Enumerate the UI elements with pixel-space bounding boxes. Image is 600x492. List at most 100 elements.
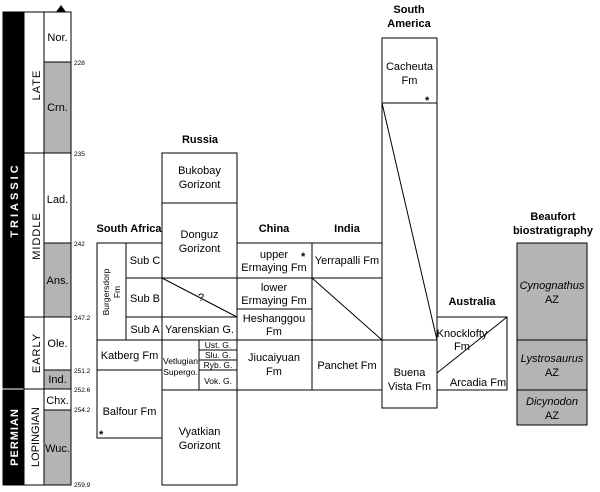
dicynodon-label-line1: Dicynodon — [526, 396, 578, 408]
zone-lystrosaurus-az — [516, 339, 588, 391]
period-label-triassic: TRIASSIC — [9, 162, 21, 237]
epoch-label-late: LATE — [31, 70, 43, 101]
unit-lower-ermaying-fm — [236, 277, 313, 310]
age-label: 235 — [74, 151, 85, 158]
heading-beaufort-line1: Beaufort — [530, 211, 576, 223]
heading-russia: Russia — [182, 134, 219, 146]
vyatkian-label-line2: Gorizont — [179, 440, 221, 452]
cynognathus-label-line2: AZ — [545, 294, 559, 306]
zone-dicynodon-az — [516, 389, 588, 426]
south-africa-column: South Africa Burgersdorp Fm Sub C Sub B … — [96, 223, 163, 441]
heading-india: India — [334, 223, 361, 235]
stage-wuchiapingian — [43, 409, 72, 486]
age-label: 247.2 — [74, 315, 91, 322]
epoch-label-early: EARLY — [31, 333, 43, 373]
label-katberg-fm: Katberg Fm — [101, 350, 158, 362]
label-balfour-fm: Balfour Fm — [103, 406, 157, 418]
dicynodon-label-line2: AZ — [545, 410, 559, 422]
lystrosaurus-label-line2: AZ — [545, 367, 559, 379]
age-label: 252.6 — [74, 387, 91, 394]
unit-bukobay-gorizont — [161, 152, 238, 204]
bukobay-label-line2: Gorizont — [179, 179, 221, 191]
australia-column: Australia Knocklofty Fm Arcadia Fm — [436, 296, 508, 391]
stage-label-anisian: Ans. — [46, 275, 68, 287]
age-label: 228 — [74, 60, 85, 67]
label-yarenskian-g: Yarenskian G. — [165, 324, 234, 336]
vetlugian-label-line2: Supergo. — [163, 367, 198, 377]
stage-label-olenekian: Ole. — [47, 338, 67, 350]
burgersdorp-label-line1: Burgersdorp — [101, 268, 111, 315]
unit-ust-g: Ust. G. — [205, 340, 231, 350]
cacheuta-label-line1: Cacheuta — [386, 61, 434, 73]
stage-label-induan: Ind. — [48, 374, 66, 386]
donguz-label-line1: Donguz — [181, 229, 219, 241]
stage-label-ladinian: Lad. — [47, 194, 68, 206]
age-label: 242 — [74, 241, 85, 248]
unit-jiucaiyuan-fm — [236, 339, 313, 391]
stage-norian — [43, 11, 72, 63]
unit-sub-c: Sub C — [130, 255, 161, 267]
unit-sub-a: Sub A — [130, 324, 160, 336]
china-column: China upper Ermaying Fm * lower Ermaying… — [236, 223, 313, 391]
stage-label-changhsingian: Chx. — [46, 395, 69, 407]
epoch-label-lopingian: LOPINGIAN — [30, 407, 42, 467]
unit-katberg-fm — [96, 339, 163, 371]
stage-label-carnian: Crn. — [47, 102, 68, 114]
vyatkian-label-line1: Vyatkian — [179, 426, 221, 438]
fossil-site-asterisk: * — [301, 251, 306, 263]
period-label-permian: PERMIAN — [9, 408, 21, 466]
cynognathus-label-line1: Cynognathus — [520, 280, 585, 292]
unit-buena-vista-fm — [381, 102, 438, 409]
fossil-site-asterisk: * — [99, 429, 104, 441]
unit-balfour-fm — [96, 369, 163, 439]
heshanggou-label-line1: Heshanggou — [243, 313, 305, 325]
age-label: 254.2 — [74, 407, 91, 414]
boundary-question-mark: ? — [198, 292, 204, 304]
age-label: 251.2 — [74, 368, 91, 375]
upper-ermaying-label-line2: Ermaying Fm — [241, 262, 306, 274]
unit-vyatkian-gorizont — [161, 389, 238, 486]
fossil-site-asterisk: * — [425, 95, 430, 107]
buena-vista-label-line2: Vista Fm — [388, 381, 431, 393]
heading-australia: Australia — [448, 296, 496, 308]
unit-cacheuta-fm — [381, 37, 438, 104]
bukobay-label-line1: Bukobay — [178, 165, 221, 177]
jiucaiyuan-label-line2: Fm — [266, 366, 282, 378]
heading-beaufort-line2: biostratigraphy — [513, 225, 594, 237]
unit-panchet-fm — [311, 277, 383, 391]
epoch-label-middle: MIDDLE — [31, 212, 43, 260]
stage-anisian — [43, 242, 72, 318]
india-column: India Yerrapalli Fm Panchet Fm — [311, 223, 383, 391]
knocklofty-label-line1: Knocklofty — [437, 328, 488, 340]
cacheuta-label-line2: Fm — [402, 75, 418, 87]
lower-ermaying-label-line1: lower — [261, 282, 288, 294]
label-yerrapalli-fm: Yerrapalli Fm — [315, 255, 379, 267]
jiucaiyuan-label-line1: Jiucaiyuan — [248, 352, 300, 364]
unit-knocklofty-arcadia — [436, 316, 508, 391]
south-america-column: South America Cacheuta Fm * Buena Vista … — [381, 4, 438, 409]
age-label: 259.9 — [74, 482, 91, 489]
stage-carnian — [43, 61, 72, 154]
unit-vok-g: Vok. G. — [204, 376, 232, 386]
vetlugian-label-line1: Vetlugian — [163, 356, 198, 366]
heading-south-africa: South Africa — [97, 223, 163, 235]
unit-heshanggou-fm — [236, 308, 313, 341]
stage-label-wuchiapingian: Wuc. — [45, 443, 70, 455]
heading-south-america-line2: America — [387, 18, 431, 30]
zone-cynognathus-az — [516, 242, 588, 341]
stage-label-norian: Nor. — [47, 32, 67, 44]
unit-ryb-g: Ryb. G. — [204, 360, 233, 370]
unit-burgersdorp-fm — [96, 242, 163, 341]
knocklofty-label-line2: Fm — [454, 341, 470, 353]
heshanggou-label-line2: Fm — [266, 326, 282, 338]
heading-china: China — [259, 223, 290, 235]
unit-upper-ermaying-fm — [236, 242, 313, 279]
top-arrow-icon — [56, 5, 66, 12]
donguz-label-line2: Gorizont — [179, 243, 221, 255]
burgersdorp-label-line2: Fm — [112, 286, 122, 298]
heading-south-america-line1: South — [393, 4, 424, 16]
unit-sub-b: Sub B — [130, 293, 160, 305]
timescale: TRIASSIC PERMIAN LATE MIDDLE EARLY LOPIN… — [2, 5, 91, 489]
russia-column: Russia Bukobay Gorizont Donguz Gorizont … — [161, 134, 238, 486]
